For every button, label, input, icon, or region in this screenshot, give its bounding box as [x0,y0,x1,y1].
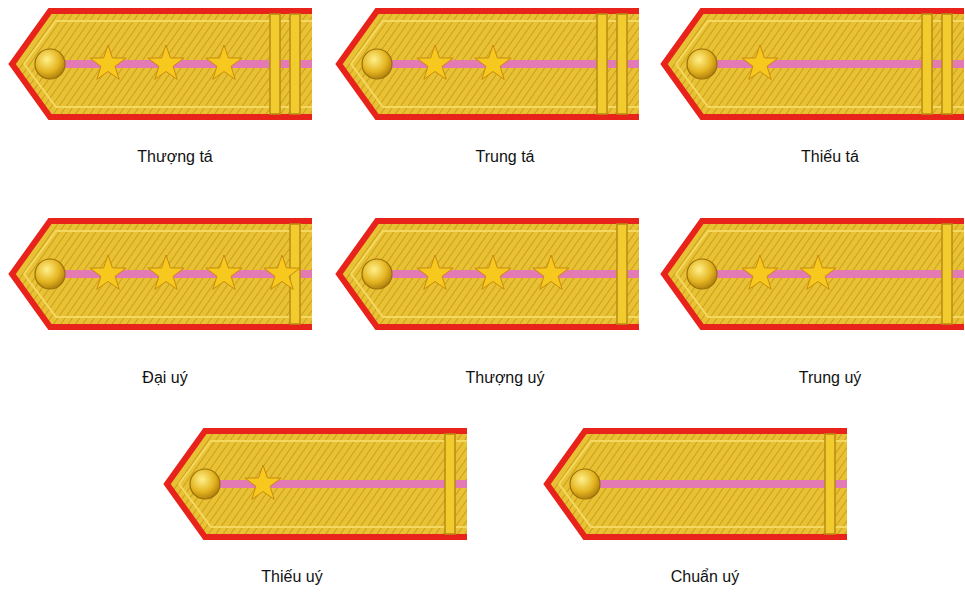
rank-label: Chuẩn uý [671,567,740,587]
rank-bar [922,14,932,114]
rank-bar [825,434,835,534]
rank-label: Thượng uý [465,368,544,388]
button [190,469,220,499]
board-border [12,11,312,117]
button [35,49,65,79]
rank-bar [617,14,627,114]
shoulder-board [339,221,639,327]
rank-star [148,255,184,289]
rank-bar [445,434,455,534]
rank-bar [270,14,280,114]
button [35,259,65,289]
shoulder-board [664,221,964,327]
button [570,469,600,499]
rank-star [206,45,242,79]
rank-star [90,45,126,79]
board-inner-line [351,231,639,317]
board-inner-line [24,21,312,107]
rank-star [264,255,300,289]
rank-star [800,255,836,289]
shoulder-board [339,11,639,117]
rank-star [245,465,281,499]
board-fill [664,11,964,117]
rank-label: Đại uý [142,368,187,388]
button [687,259,717,289]
rank-label: Thiếu uý [261,567,322,587]
board-border [12,221,312,327]
rank-bar [597,14,607,114]
board-border [167,431,467,537]
board-border [664,11,964,117]
board-fill [12,11,312,117]
rank-bar [290,14,300,114]
button [362,259,392,289]
rank-star [742,255,778,289]
rank-label: Thiếu tá [801,147,859,167]
board-inner-line [559,441,847,527]
board-inner-line [351,21,639,107]
rank-bar [942,224,952,324]
rank-star [90,255,126,289]
board-fill [547,431,847,537]
rank-label: Trung tá [476,147,535,167]
board-fill [339,11,639,117]
rank-star [417,255,453,289]
board-fill [339,221,639,327]
board-inner-line [179,441,467,527]
board-border [339,11,639,117]
board-inner-line [676,231,964,317]
pink-stripe [597,480,847,488]
rank-label: Thượng tá [137,147,212,167]
board-inner-line [676,21,964,107]
rank-star [417,45,453,79]
board-border [664,221,964,327]
rank-label: Trung uý [799,368,862,388]
rank-star [148,45,184,79]
button [687,49,717,79]
board-border [339,221,639,327]
rank-bar [617,224,627,324]
shoulder-board [12,11,312,117]
board-fill [167,431,467,537]
rank-star [206,255,242,289]
button [362,49,392,79]
board-fill [12,221,312,327]
shoulder-board [664,11,964,117]
board-fill [664,221,964,327]
rank-star [475,255,511,289]
rank-star [742,45,778,79]
shoulder-board [547,431,847,537]
rank-star [533,255,569,289]
rank-bar [942,14,952,114]
rank-star [475,45,511,79]
shoulder-board [12,221,312,327]
shoulder-board [167,431,467,537]
board-inner-line [24,231,312,317]
board-border [547,431,847,537]
